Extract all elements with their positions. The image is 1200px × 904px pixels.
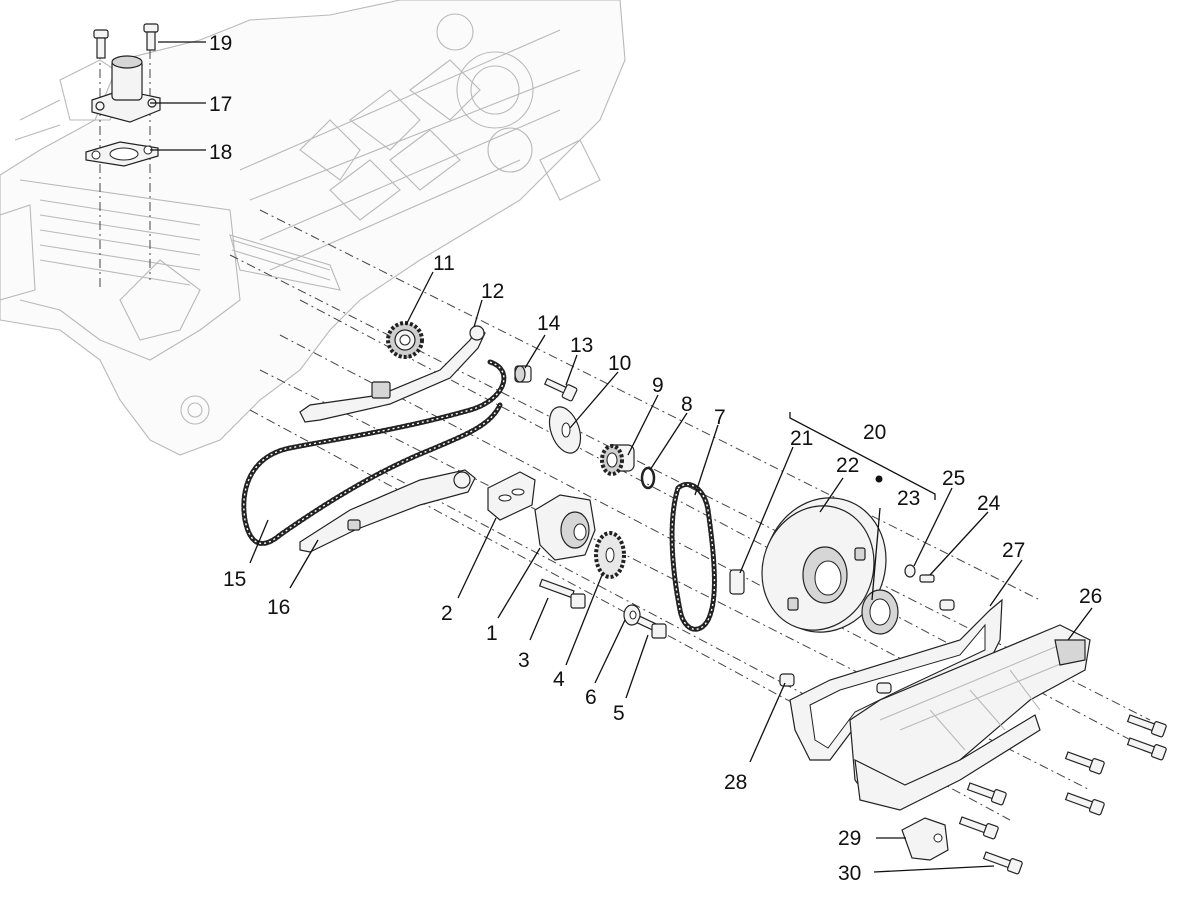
part-20-dot: [875, 475, 883, 483]
part-16-chain-guide: [299, 469, 476, 553]
part-26-sump-cover: [849, 624, 1091, 811]
part-15-timing-chain: [241, 359, 507, 546]
callout-20: 20: [863, 421, 886, 444]
part-2-plate: [487, 471, 536, 521]
part-4-sprocket: [594, 531, 626, 579]
part-24-screw: [919, 574, 935, 583]
callout-10: 10: [608, 352, 631, 375]
part-11-sprocket: [386, 321, 424, 359]
part-3-screw: [538, 578, 586, 609]
part-sump-bolts: [958, 714, 1167, 840]
callout-14: 14: [537, 312, 561, 335]
callout-11: 11: [433, 252, 455, 275]
callout-1: 1: [486, 622, 498, 645]
part-13-screw: [543, 377, 578, 402]
callout-2: 2: [441, 602, 453, 625]
callout-23: 23: [897, 487, 920, 510]
part-17-chain-tensioner: [91, 55, 161, 123]
callout-28: 28: [724, 771, 747, 794]
callout-labels: 1 2 3 4 5 6 7 8 9 10 11 12 13 14 15 16 1…: [209, 32, 1102, 885]
part-28-dowel: [779, 673, 795, 687]
callout-21: 21: [790, 427, 813, 450]
part-21-clip: [729, 569, 745, 595]
part-8-circlip: [640, 466, 656, 490]
part-19-bolts: [93, 23, 159, 59]
part-1-oil-pump: [534, 494, 596, 561]
part-6-washer: [623, 604, 641, 626]
part-18-gasket: [85, 141, 159, 167]
callout-12: 12: [481, 280, 504, 303]
part-30-bolt: [982, 851, 1023, 875]
callout-9: 9: [652, 374, 664, 397]
part-12-chain-guide: [299, 325, 486, 423]
part-25-washer: [904, 564, 916, 578]
callout-26: 26: [1079, 585, 1102, 608]
callout-5: 5: [613, 702, 625, 725]
part-23-seal: [861, 589, 899, 635]
callout-13: 13: [570, 334, 593, 357]
part-dowels: [876, 599, 955, 694]
callout-18: 18: [209, 141, 232, 164]
callout-8: 8: [681, 393, 693, 416]
callout-6: 6: [585, 686, 597, 709]
part-22-cover: [761, 497, 887, 633]
callout-30: 30: [838, 862, 861, 885]
callout-15: 15: [223, 568, 246, 591]
callout-7: 7: [714, 406, 726, 429]
callout-4: 4: [553, 668, 565, 691]
callout-27: 27: [1002, 539, 1025, 562]
part-9-sprocket: [600, 444, 635, 476]
callout-29: 29: [838, 827, 861, 850]
callout-25: 25: [942, 467, 965, 490]
part-14-bush: [514, 365, 532, 383]
part-10-washer: [548, 406, 582, 454]
callout-22: 22: [836, 454, 859, 477]
callout-17: 17: [209, 93, 232, 116]
part-5-bolt: [636, 615, 667, 639]
leader-lines: [150, 41, 1093, 873]
part-7-oil-pump-chain: [669, 481, 717, 632]
part-29-bracket: [901, 817, 949, 861]
callout-19: 19: [209, 32, 232, 55]
crankcase-ghost: [0, 0, 626, 456]
callout-3: 3: [518, 649, 530, 672]
callout-16: 16: [267, 596, 290, 619]
callout-24: 24: [977, 492, 1001, 515]
